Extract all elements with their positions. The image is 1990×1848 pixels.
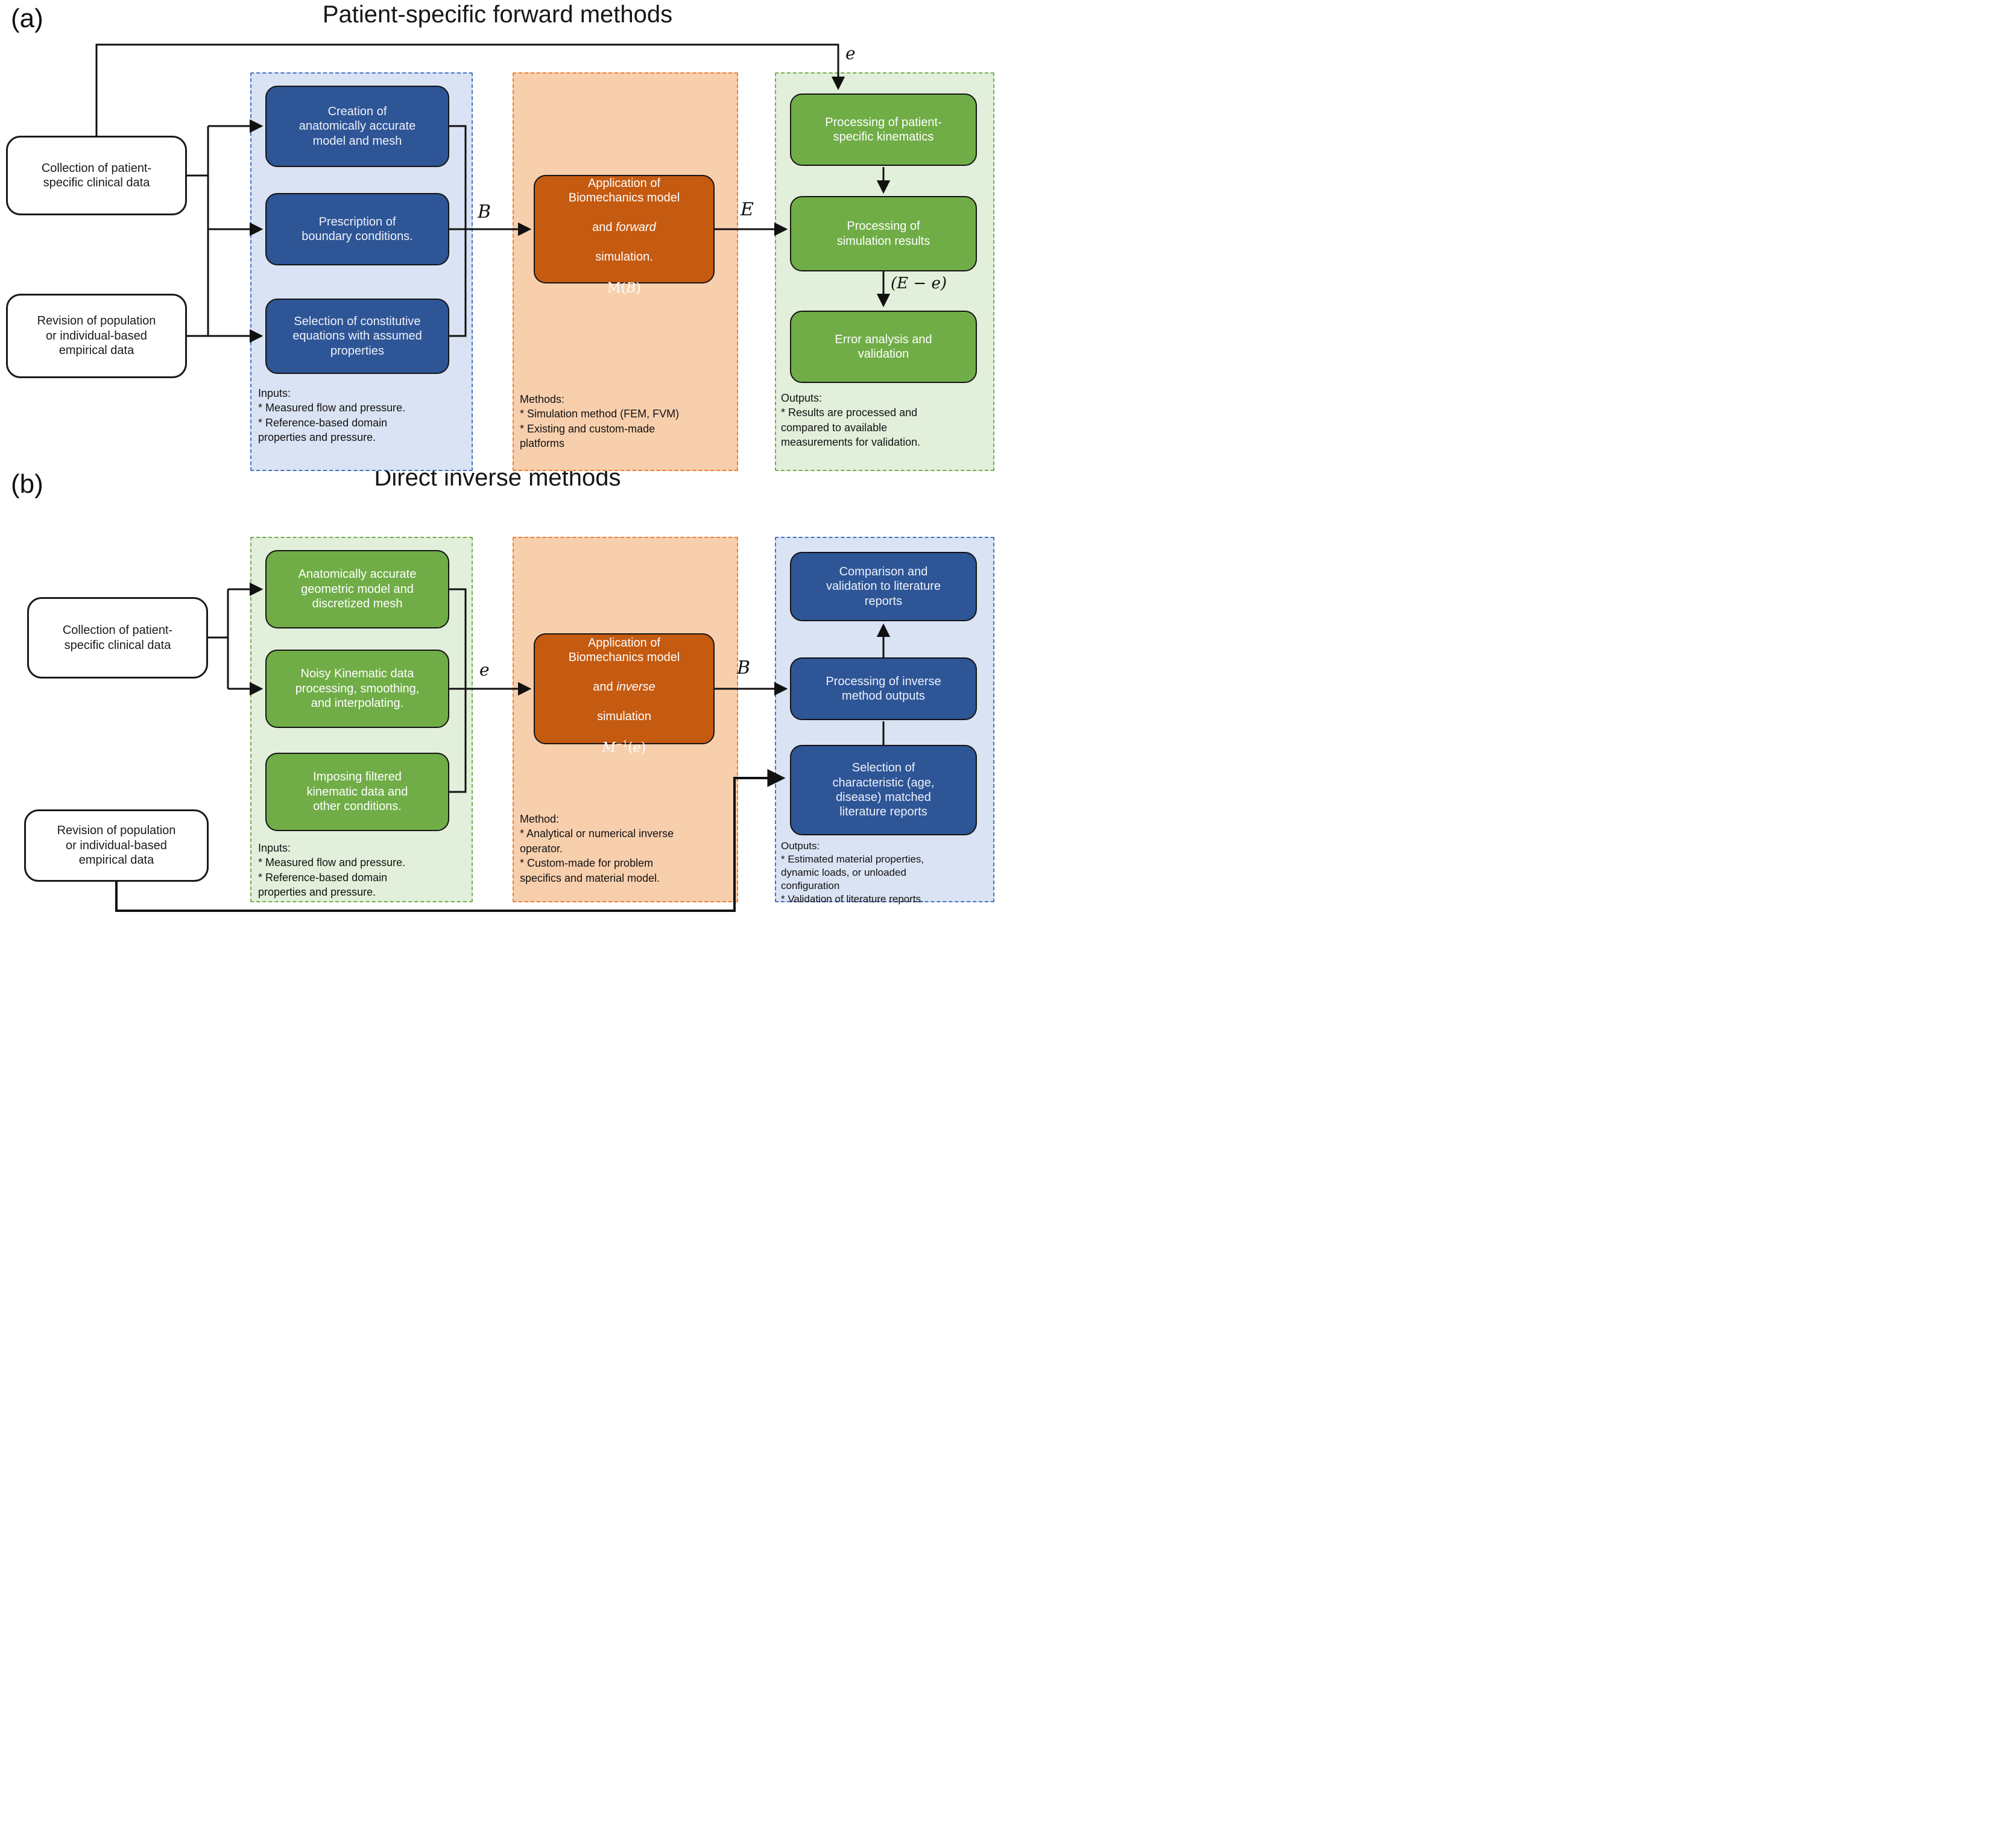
edge-label-b-e: e [479, 660, 490, 680]
box-a-forward-model: Application of Biomechanics model and fo… [534, 175, 715, 296]
box-b-inverse-model: Application of Biomechanics model and in… [534, 633, 715, 756]
note-b-method: Method: * Analytical or numerical invers… [520, 813, 674, 884]
formula-a-MB: M(B) [607, 280, 641, 296]
box-b-anatomical: Anatomically accurate geometric model an… [265, 550, 449, 628]
box-a-model-text-mid: and forward [592, 220, 656, 234]
box-a-kinematics: Processing of patient- specific kinemati… [790, 93, 977, 166]
box-a-creation: Creation of anatomically accurate model … [265, 86, 449, 167]
box-b-noisy-kinematic: Noisy Kinematic data processing, smoothi… [265, 650, 449, 728]
box-b-model-text-mid: and inverse [593, 680, 655, 694]
edge-label-a-e: e [845, 43, 856, 63]
note-b-inputs: Inputs: * Measured flow and pressure. * … [258, 842, 406, 899]
panel-b-tag: (b) [11, 469, 43, 499]
box-a-selection: Selection of constitutive equations with… [265, 299, 449, 374]
box-a-error-analysis: Error analysis and validation [790, 311, 977, 383]
panel-a-tag: (a) [11, 4, 43, 33]
box-a-model-text-top: Application of Biomechanics model [568, 176, 680, 205]
box-b-model-text-top: Application of Biomechanics model [568, 636, 680, 665]
edge-label-a-E: E [741, 199, 754, 220]
box-b-imposing: Imposing filtered kinematic data and oth… [265, 753, 449, 831]
formula-b-Minv-e: M−1(e) [602, 739, 646, 756]
edge-label-a-E-minus-e: (E − e) [891, 274, 947, 293]
panel-a-title: Patient-specific forward methods [322, 1, 673, 28]
box-b-revision: Revision of population or individual-bas… [24, 809, 209, 882]
edge-label-b-B: B [737, 657, 751, 679]
forward-italic-word: forward [616, 220, 656, 234]
note-b-outputs: Outputs: * Estimated material properties… [781, 840, 924, 905]
edge-label-a-B: B [478, 201, 491, 223]
note-a-outputs: Outputs: * Results are processed and com… [781, 392, 921, 449]
inverse-italic-word: inverse [616, 680, 655, 694]
note-a-methods: Methods: * Simulation method (FEM, FVM) … [520, 393, 680, 450]
box-a-sim-results: Processing of simulation results [790, 196, 977, 271]
box-a-collection: Collection of patient- specific clinical… [6, 136, 187, 215]
box-b-collection: Collection of patient- specific clinical… [27, 597, 208, 679]
box-b-model-text-bottom: simulation [596, 709, 652, 723]
box-a-revision: Revision of population or individual-bas… [6, 294, 187, 378]
box-b-selection-literature: Selection of characteristic (age, diseas… [790, 745, 977, 835]
box-a-prescription: Prescription of boundary conditions. [265, 193, 449, 265]
box-b-comparison: Comparison and validation to literature … [790, 552, 977, 621]
box-b-processing-outputs: Processing of inverse method outputs [790, 657, 977, 720]
flow-diagram-figure: (a) Patient-specific forward methods (b)… [0, 0, 995, 924]
box-a-model-text-bottom: simulation. [595, 250, 653, 264]
note-a-inputs: Inputs: * Measured flow and pressure. * … [258, 387, 406, 444]
